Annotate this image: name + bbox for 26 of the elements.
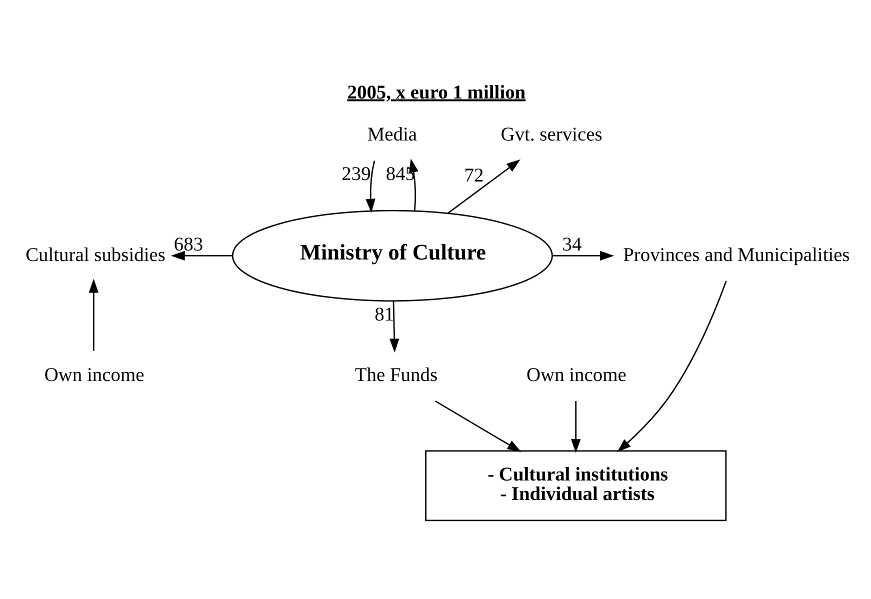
- node-text: Media: [367, 124, 418, 146]
- arrow: [434, 400, 522, 452]
- node-text: The Funds: [354, 365, 438, 386]
- edge-label: 72: [464, 165, 484, 186]
- arrow: [617, 280, 727, 452]
- arrow: [570, 401, 581, 453]
- arrow: [408, 158, 418, 211]
- edge-label: 845: [386, 164, 416, 186]
- node-text: Gvt. services: [500, 124, 602, 146]
- edge-label: 81: [374, 304, 394, 326]
- edge-label: 34: [562, 234, 582, 256]
- arrow: [88, 278, 99, 351]
- arrow: [389, 302, 400, 353]
- node-text: Cultural subsidies: [26, 244, 166, 266]
- node-text: Provinces and Municipalities: [623, 244, 850, 266]
- node-text: Own income: [526, 365, 626, 386]
- node-box: - Cultural institutions - Individual artists: [425, 450, 727, 522]
- edge-label: 239: [342, 164, 371, 186]
- arrow: [552, 250, 614, 261]
- node-text: Own income: [44, 365, 144, 386]
- diagram-title: 2005, x euro 1 million: [347, 82, 526, 104]
- edge-label: 683: [174, 234, 204, 256]
- arrow: [170, 250, 233, 261]
- arrow: [366, 160, 376, 213]
- node-ellipse: Ministry of Culture: [232, 210, 553, 302]
- arrow: [448, 159, 520, 214]
